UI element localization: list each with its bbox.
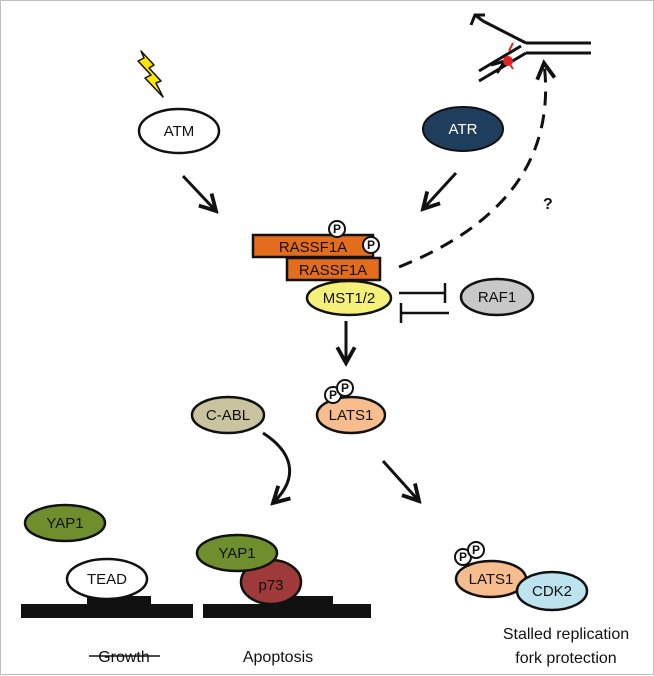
phospho-label: P [333,222,341,236]
phospho-icon [336,379,354,397]
phospho-label: P [341,381,349,395]
fork-protection-caption-line2: fork protection [515,650,616,667]
phospho-label: P [367,238,375,252]
lesion-mark [508,42,514,52]
cdk2-label: CDK2 [532,583,572,600]
replication-fork-icon [469,13,591,83]
rassf1a-bottom-box [285,256,382,282]
atm-node [137,107,221,155]
rassf1a-top-label: RASSF1A [279,239,347,256]
atr-label: ATR [449,121,478,138]
tead-label: TEAD [87,571,127,588]
dna-strand-mid [203,604,371,618]
yap1-left-node [23,503,107,543]
yap1-mid-label: YAP1 [218,545,255,562]
phospho-label: P [459,550,467,564]
yap1-left-label: YAP1 [46,515,83,532]
phospho-label: P [329,388,337,402]
cabl-label: C-ABL [206,407,250,424]
atm-label: ATM [164,123,195,140]
apoptosis-caption: Apoptosis [243,649,313,666]
dna-binding-site-mid [263,596,333,606]
atm-to-rassf1a-arrow [181,174,216,211]
phospho-icon [328,220,346,238]
mst-node [305,279,393,317]
lats1-right-label: LATS1 [469,571,514,588]
lightning-bolt-icon [137,50,164,98]
question-mark: ? [543,196,553,213]
rassf1a-bottom-label: RASSF1A [299,262,367,279]
rassf1a-to-fork-dashed-arrow [398,63,546,269]
mst-raf1-inhibition [399,283,449,323]
lesion-stem [507,60,514,70]
cabl-node [190,395,266,435]
raf1-node [459,277,535,317]
yap1-mid-node [195,533,279,573]
cdk2-node [515,570,589,612]
phospho-label: P [472,543,480,557]
fork-protection-caption-line1: Stalled replication [503,626,629,643]
lats1-center-node [315,395,387,435]
p73-label: p73 [258,577,283,594]
raf1-label: RAF1 [478,289,516,306]
atr-to-rassf1a-arrow [423,171,458,209]
lats1-center-label: LATS1 [329,407,374,424]
lats1-cabl-to-apoptosis-arrow [262,431,292,503]
dna-binding-site-left [87,596,151,606]
phospho-icon [362,236,380,254]
atr-node [422,106,504,152]
lats1-to-fork-arrow [381,459,419,501]
tead-node [65,557,149,601]
growth-caption: Growth [98,649,150,666]
phospho-icon [467,541,485,559]
mst-label: MST1/2 [323,290,376,307]
dna-strand-left [21,604,193,618]
